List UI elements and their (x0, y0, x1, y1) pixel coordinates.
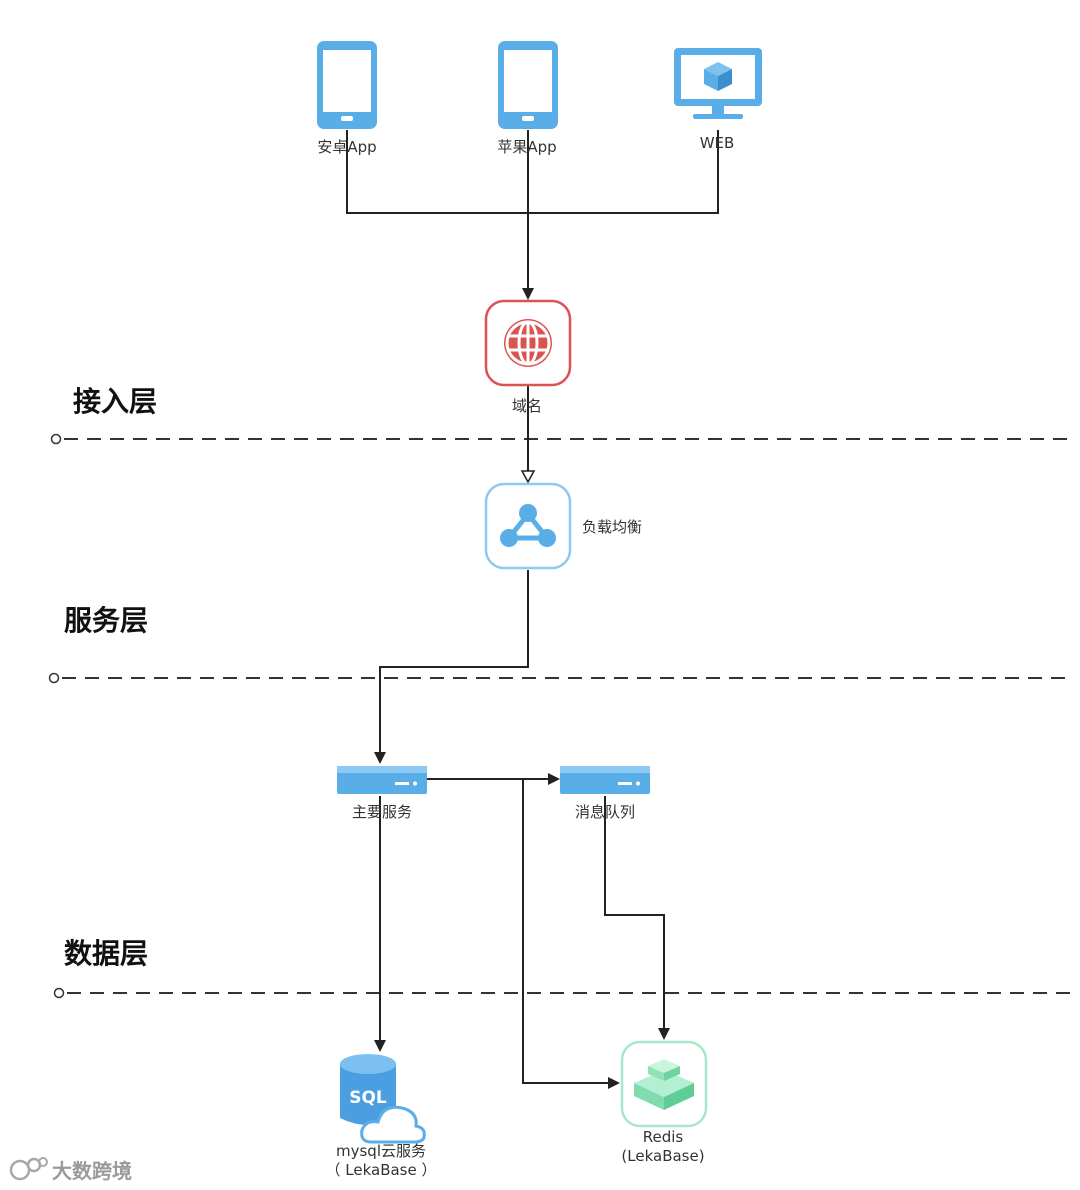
access-separator (50, 433, 1070, 445)
node-main-service: 主要服务 (337, 766, 427, 821)
data-separator (53, 987, 1070, 999)
client-merge-line (346, 130, 719, 214)
web-label: WEB (700, 134, 735, 152)
mysql-label-line1: mysql云服务 (336, 1142, 426, 1160)
arrow-mq-to-redis (604, 796, 670, 1040)
lb-label: 负载均衡 (582, 518, 642, 536)
stack-cube-icon (620, 1040, 708, 1128)
watermark: 大数跨境 (9, 1157, 132, 1183)
server-icon (560, 766, 650, 794)
phone-icon (498, 41, 558, 129)
redis-label-line1: Redis (643, 1128, 684, 1146)
arrow-main-to-redis (522, 779, 620, 1089)
domain-label: 域名 (512, 397, 542, 415)
brand-logo-icon (9, 1157, 48, 1181)
node-android: 安卓App (317, 41, 377, 156)
android-label: 安卓App (317, 138, 376, 156)
node-load-balancer: 负载均衡 (484, 482, 642, 570)
node-mysql: SQL mysql云服务 （ LekaBase ） (326, 1054, 437, 1179)
mysql-label-line2: （ LekaBase ） (326, 1161, 437, 1179)
globe-icon (484, 299, 572, 387)
node-message-queue: 消息队列 (560, 766, 650, 821)
node-domain: 域名 (484, 299, 572, 415)
monitor-cube-icon (674, 48, 762, 119)
arrow-lb-to-main-service (374, 570, 529, 764)
network-share-icon (484, 482, 572, 570)
service-separator (48, 672, 1070, 684)
svg-text:SQL: SQL (349, 1088, 387, 1108)
phone-icon (317, 41, 377, 129)
connectors (346, 130, 719, 1089)
layer-label-data: 数据层 (64, 937, 148, 970)
layer-label-service: 服务层 (64, 604, 148, 637)
node-redis: Redis (LekaBase) (620, 1040, 708, 1165)
node-ios: 苹果App (497, 41, 558, 156)
server-icon (337, 766, 427, 794)
watermark-text: 大数跨境 (52, 1159, 132, 1183)
node-web: WEB (674, 48, 762, 152)
main-service-label: 主要服务 (352, 803, 412, 821)
layer-separators (48, 433, 1070, 999)
ios-label: 苹果App (497, 138, 556, 156)
layer-label-access: 接入层 (73, 385, 157, 418)
mq-label: 消息队列 (575, 803, 635, 821)
redis-label-line2: (LekaBase) (621, 1147, 704, 1165)
sql-cloud-database-icon: SQL (340, 1054, 426, 1144)
